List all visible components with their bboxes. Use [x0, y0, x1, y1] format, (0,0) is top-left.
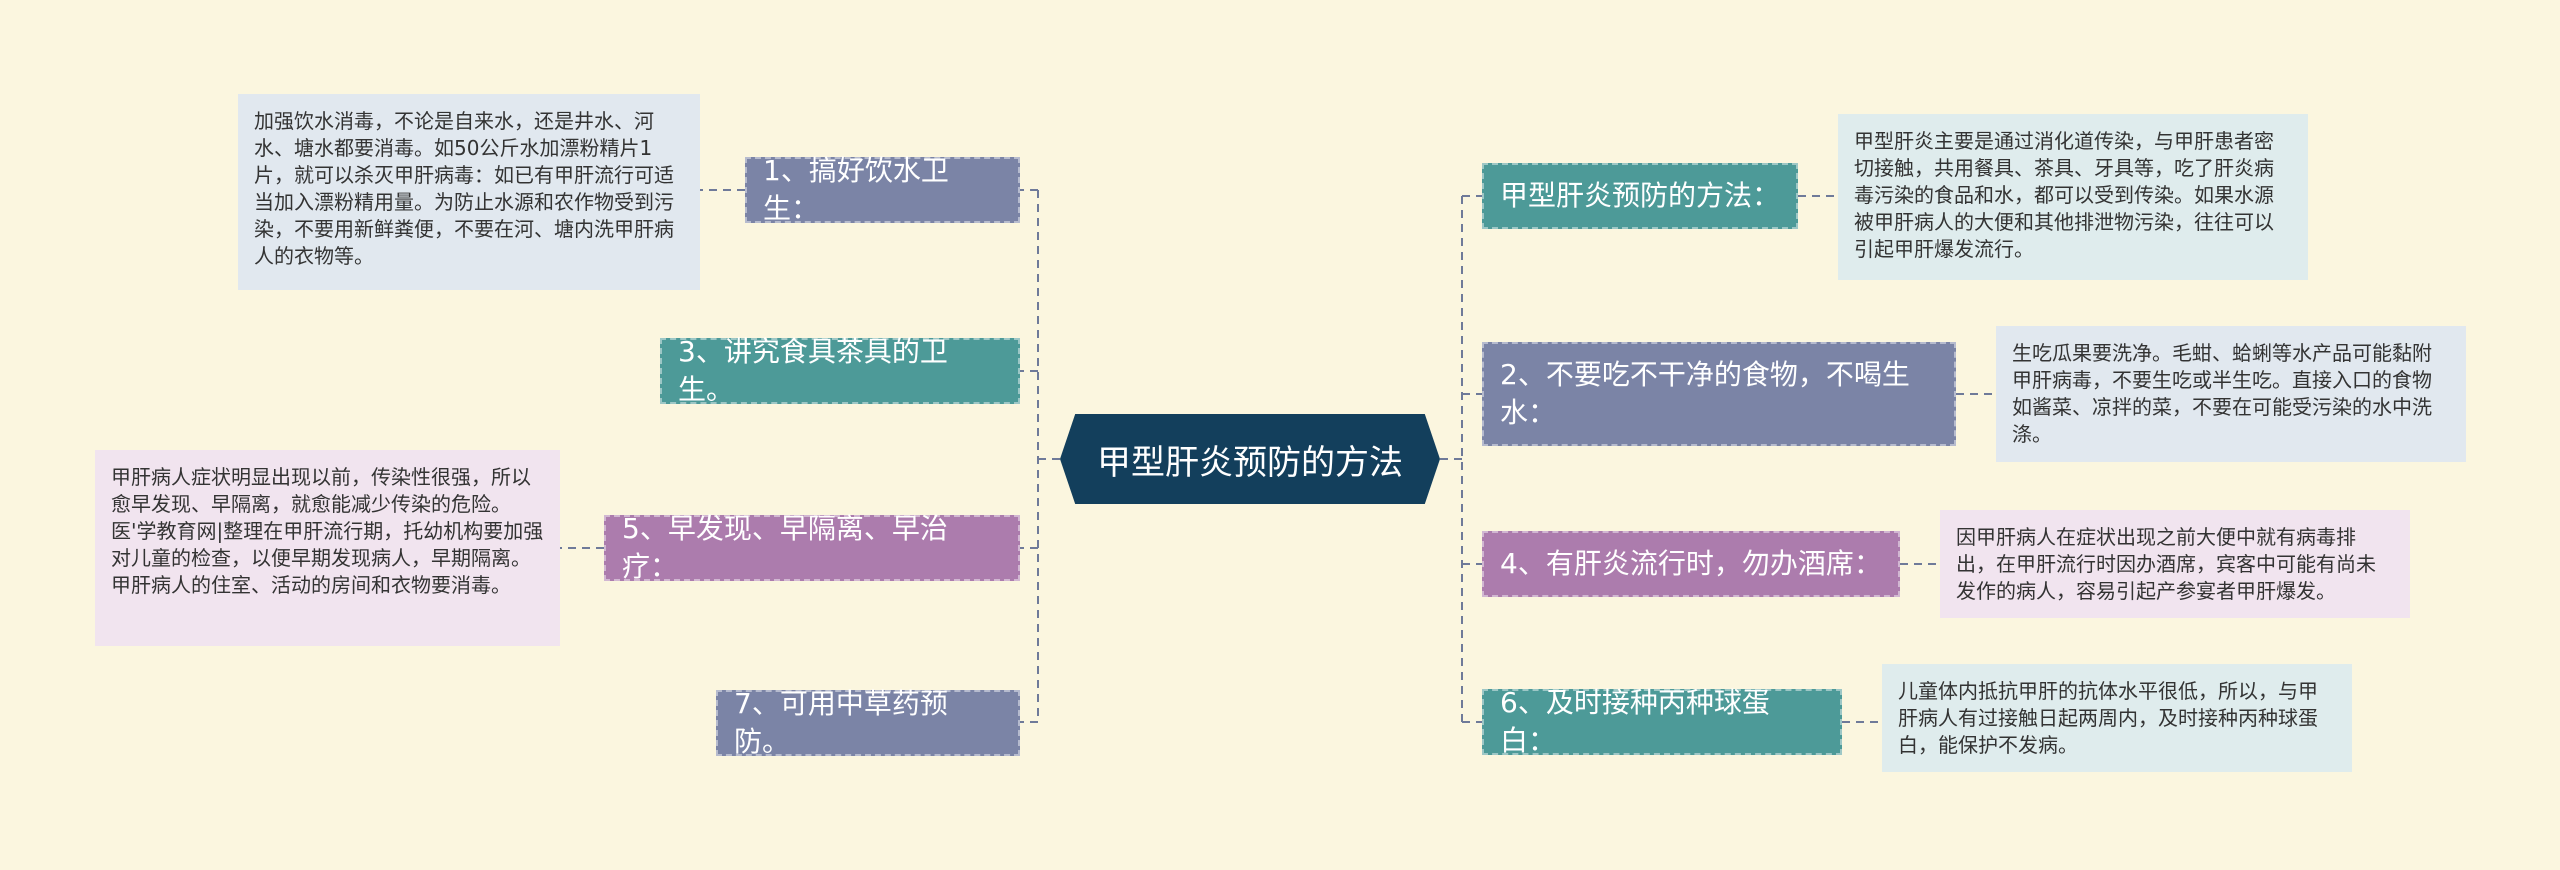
- branch-note-text-6: 儿童体内抵抗甲肝的抗体水平很低，所以，与甲肝病人有过接触日起两周内，及时接种丙种…: [1898, 679, 2318, 757]
- central-topic[interactable]: 甲型肝炎预防的方法: [1060, 414, 1440, 504]
- branch-label-4: 4、有肝炎流行时，勿办酒席：: [1500, 547, 1882, 580]
- branch-note-text-4: 因甲肝病人在症状出现之前大便中就有病毒排出，在甲肝流行时因办酒席，宾客中可能有尚…: [1956, 525, 2376, 603]
- branch-note-6: 儿童体内抵抗甲肝的抗体水平很低，所以，与甲肝病人有过接触日起两周内，及时接种丙种…: [1882, 664, 2352, 772]
- branch-node-6[interactable]: 6、及时接种丙种球蛋白：: [1482, 686, 1842, 757]
- branch-note-1: 加强饮水消毒，不论是自来水，还是井水、河水、塘水都要消毒。如50公斤水加漂粉精片…: [238, 94, 700, 290]
- branch-note-0: 甲型肝炎主要是通过消化道传染，与甲肝患者密切接触，共用餐具、茶具、牙具等，吃了肝…: [1838, 114, 2308, 280]
- right-spine: [1440, 196, 1463, 722]
- branch-note-4: 因甲肝病人在症状出现之前大便中就有病毒排出，在甲肝流行时因办酒席，宾客中可能有尚…: [1940, 510, 2410, 618]
- left-spine: [1037, 190, 1060, 722]
- branch-label-7: 7、可用中草药预防。: [734, 687, 948, 758]
- central-topic-label: 甲型肝炎预防的方法: [1097, 442, 1403, 483]
- branch-node-1[interactable]: 1、搞好饮水卫生：: [745, 154, 1020, 225]
- branch-node-0[interactable]: 甲型肝炎预防的方法：: [1482, 163, 1798, 229]
- branch-node-3[interactable]: 3、讲究食具茶具的卫生。: [660, 335, 1020, 406]
- branch-node-7[interactable]: 7、可用中草药预防。: [716, 687, 1020, 758]
- branch-label-5: 5、早发现、早隔离、早治疗：: [622, 512, 948, 583]
- branch-note-2: 生吃瓜果要洗净。毛蚶、蛤蜊等水产品可能黏附甲肝病毒，不要生吃或半生吃。直接入口的…: [1996, 326, 2466, 462]
- branch-node-2[interactable]: 2、不要吃不干净的食物，不喝生水：: [1482, 342, 1956, 446]
- branch-note-text-1: 加强饮水消毒，不论是自来水，还是井水、河水、塘水都要消毒。如50公斤水加漂粉精片…: [254, 109, 674, 268]
- branch-label-6: 6、及时接种丙种球蛋白：: [1500, 686, 1770, 757]
- branch-note-text-5: 甲肝病人症状明显出现以前，传染性很强，所以愈早发现、早隔离，就愈能减少传染的危险…: [111, 465, 544, 597]
- branch-node-5[interactable]: 5、早发现、早隔离、早治疗：: [604, 512, 1020, 583]
- branch-label-1: 1、搞好饮水卫生：: [763, 154, 949, 225]
- branch-label-2: 2、不要吃不干净的食物，不喝生水：: [1500, 358, 1910, 429]
- branch-label-3: 3、讲究食具茶具的卫生。: [678, 335, 948, 406]
- branch-note-text-2: 生吃瓜果要洗净。毛蚶、蛤蜊等水产品可能黏附甲肝病毒，不要生吃或半生吃。直接入口的…: [2012, 341, 2432, 446]
- branch-node-4[interactable]: 4、有肝炎流行时，勿办酒席：: [1482, 531, 1900, 597]
- branch-label-0: 甲型肝炎预防的方法：: [1500, 179, 1781, 212]
- branch-note-5: 甲肝病人症状明显出现以前，传染性很强，所以愈早发现、早隔离，就愈能减少传染的危险…: [95, 450, 560, 646]
- branch-note-text-0: 甲型肝炎主要是通过消化道传染，与甲肝患者密切接触，共用餐具、茶具、牙具等，吃了肝…: [1854, 129, 2274, 261]
